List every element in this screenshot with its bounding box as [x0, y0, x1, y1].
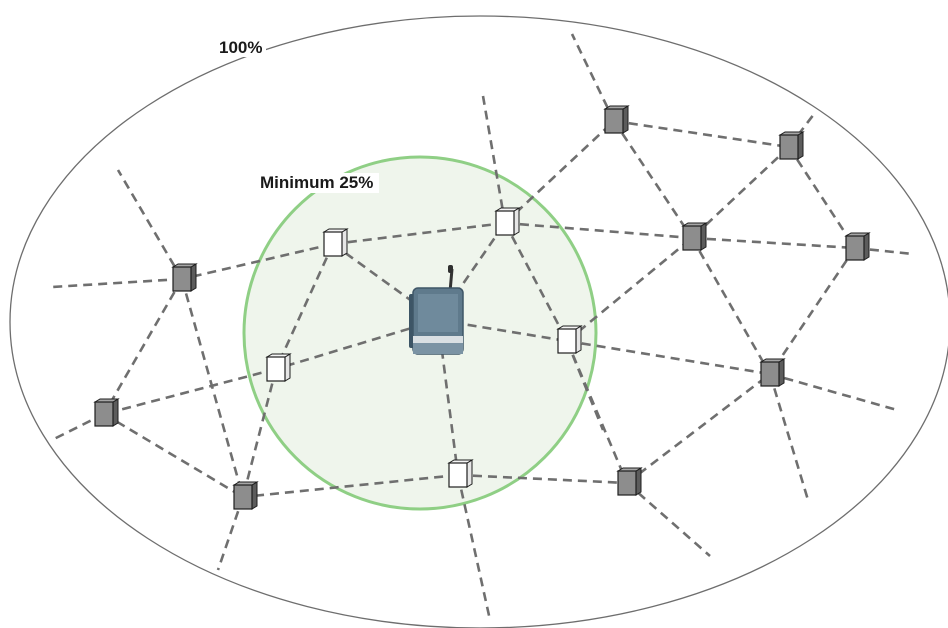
mesh-link: [216, 496, 245, 571]
gray-node-icon: [759, 358, 786, 387]
mesh-link: [566, 236, 693, 343]
mesh-link: [570, 33, 616, 122]
mesh-link: [180, 278, 245, 498]
gray-node-icon: [778, 131, 805, 160]
mesh-link: [241, 368, 278, 498]
mesh-link: [274, 243, 335, 370]
white-node-icon: [265, 353, 292, 382]
white-node-icon: [322, 228, 349, 257]
gray-node-icon: [93, 398, 120, 427]
mesh-link: [787, 146, 857, 249]
mesh-link: [242, 473, 459, 499]
mesh-link: [181, 242, 334, 281]
mesh-link: [103, 412, 244, 499]
white-node-icon: [556, 325, 583, 354]
outer-zone-label: 100%: [215, 38, 267, 57]
mesh-nodes: [93, 105, 871, 510]
mesh-link: [626, 372, 771, 485]
mesh-link: [769, 372, 898, 412]
mesh-link: [854, 246, 914, 256]
white-node-icon: [494, 207, 521, 236]
gray-node-icon: [681, 222, 708, 251]
wireless-gateway-icon: [409, 265, 464, 355]
outer-range-ellipse: [9, 15, 948, 628]
mesh-link: [613, 119, 790, 149]
mesh-link: [504, 120, 615, 224]
mesh-link: [103, 367, 277, 416]
mesh-link: [691, 236, 856, 250]
mesh-link: [504, 221, 693, 240]
mesh-link: [612, 120, 694, 239]
inner-zone-label: Minimum 25%: [252, 173, 380, 193]
gray-node-icon: [603, 105, 630, 134]
mesh-link: [690, 237, 772, 375]
mesh-link: [626, 482, 711, 557]
mesh-link: [275, 318, 439, 371]
mesh-link: [503, 222, 569, 342]
mesh-link: [768, 247, 857, 375]
mesh-link: [457, 473, 628, 485]
mesh-link: [565, 340, 605, 431]
mesh-link: [51, 412, 105, 442]
white-node-icon: [447, 459, 474, 488]
mesh-links: [51, 33, 914, 621]
gray-node-icon: [171, 263, 198, 292]
mesh-link: [691, 146, 790, 239]
mesh-link: [481, 95, 507, 224]
mesh-link: [116, 169, 184, 280]
mesh-link: [566, 339, 771, 376]
gray-node-icon: [616, 467, 643, 496]
mesh-link: [102, 278, 184, 415]
mesh-link: [51, 277, 183, 289]
mesh-link: [456, 474, 492, 621]
gray-node-icon: [844, 232, 871, 261]
mesh-link: [768, 373, 810, 501]
gray-node-icon: [232, 481, 259, 510]
mesh-link: [436, 319, 460, 476]
